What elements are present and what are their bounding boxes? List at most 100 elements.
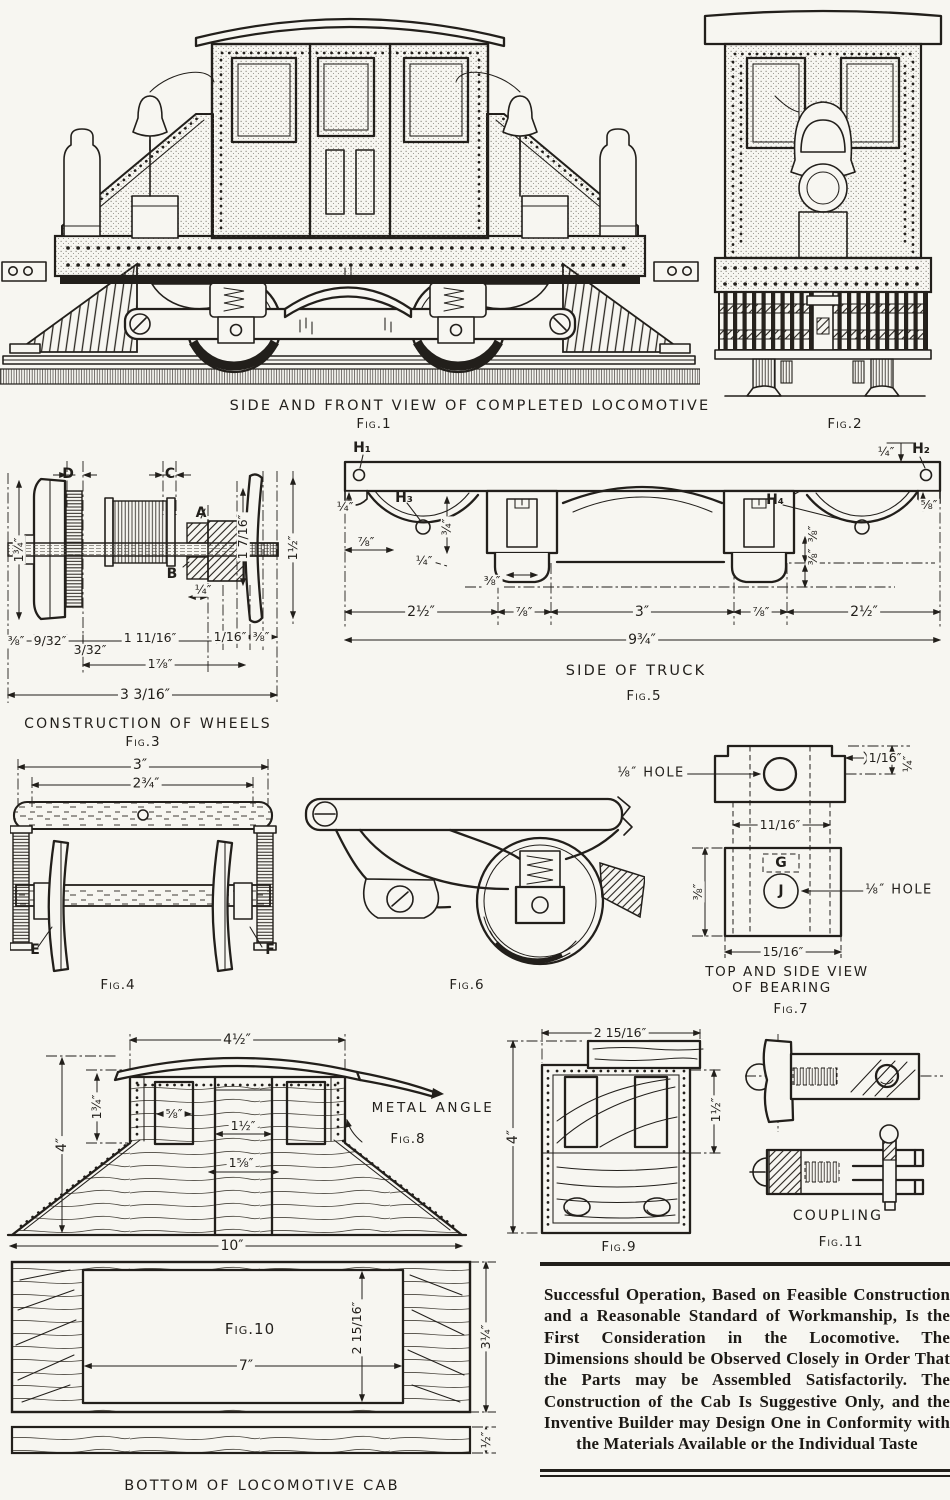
fig3-dim-b7: ⅜″ (250, 628, 272, 644)
fig7-dim-offset: 1/16″ (866, 749, 904, 765)
fig3-dim-b6: 1/16″ (211, 628, 249, 644)
fig8-dim-cab-height: 1¾″ (88, 1092, 104, 1122)
fig3-part-a: A (195, 505, 207, 521)
figure-10-cab-bottom (0, 1250, 500, 1500)
fig5-hole-h4: H₄ (766, 492, 784, 508)
fig8-dim-top: 4½″ (221, 1032, 253, 1048)
fig8-dim-window: ⅝″ (163, 1105, 185, 1121)
note-paragraph: Successful Operation, Based on Feasible … (544, 1285, 950, 1454)
figure-9-cab-side (505, 1025, 730, 1265)
note-top-rule (540, 1262, 950, 1266)
note-bottom-rule-thin (540, 1474, 950, 1477)
fig8-drawing (6, 1034, 468, 1250)
fig8-dim-height: 4″ (54, 1135, 70, 1155)
fig10-dim-slat: ½″ (477, 1429, 493, 1451)
fig4-drawing (10, 759, 277, 973)
figure-8-cab-front (0, 1030, 510, 1255)
fig5-dim-edge: ⅝″ (918, 496, 940, 512)
fig10-dim-width: 7″ (236, 1358, 256, 1374)
fig3-dim-total: 3 3/16″ (117, 687, 173, 703)
fig7-hole-left: ⅛″ HOLE (615, 765, 687, 781)
fig8-dim-door-outer: 1⅝″ (226, 1154, 256, 1170)
fig8-metal-angle-note: METAL ANGLE (371, 1100, 495, 1116)
fig7-part-j: J (778, 883, 784, 899)
figure-4-wheelset (10, 755, 310, 990)
fig10-dim-inner-height: 2 15/16″ (348, 1299, 364, 1357)
fig9-dim-top: 2 15/16″ (591, 1024, 649, 1040)
figure-5-truck-side (335, 435, 950, 660)
fig9-drawing (507, 1029, 723, 1235)
fig7-part-g: G (775, 855, 787, 871)
fig10-label: Fig.10 (224, 1320, 276, 1338)
fig7-title-line1: TOP AND SIDE VIEW (705, 964, 869, 980)
fig10-drawing (10, 1260, 496, 1455)
fig5-hole-h1: H₁ (353, 440, 371, 456)
fig3-dim-b1: ⅜″ (5, 632, 27, 648)
fig5-dim-q-mid: ¼″ (413, 552, 435, 568)
fig3-dim-hub-step: ¼″ (192, 581, 214, 597)
fig3-dim-b5: 1⅞″ (145, 655, 175, 671)
fig5-dim-wing-depth: ¾″ (438, 516, 454, 538)
fig7-dim-width-top: 11/16″ (757, 816, 803, 832)
note-bottom-rule (540, 1468, 950, 1472)
fig3-label: Fig.3 (125, 734, 161, 750)
fig7-dim-q: ¼″ (899, 753, 915, 775)
fig4-part-e: E (30, 942, 40, 958)
figure-2-locomotive-front-view (695, 0, 950, 398)
figure-6-journal-detail (300, 785, 645, 1010)
fig3-dim-b3: 3/32″ (71, 641, 109, 657)
fig3-title: CONSTRUCTION OF WHEELS (24, 716, 272, 732)
fig4-part-f: F (265, 942, 275, 958)
fig5-dim-s2: ⅞″ (513, 603, 535, 619)
fig3-part-c: C (164, 466, 176, 482)
fig10-title: BOTTOM OF LOCOMOTIVE CAB (124, 1478, 400, 1494)
fig3-drawing (6, 461, 297, 703)
fig8-dim-base: 10″ (218, 1238, 246, 1254)
fig4-dim-outer: 3″ (130, 757, 150, 773)
fig5-drawing (343, 442, 942, 644)
fig5-dim-r1: ⅜″ (804, 523, 820, 545)
fig3-dim-b4: 1 11/16″ (121, 629, 179, 645)
fig5-dim-r2: ⅜″ (804, 546, 820, 568)
fig1-drawing (0, 17, 700, 385)
figure-11-coupling (745, 1032, 950, 1222)
fig7-dim-side-height: ⅜″ (689, 881, 705, 903)
fig11-title: COUPLING (792, 1208, 884, 1224)
fig4-dim-inner: 2¾″ (130, 775, 162, 792)
fig8-label: Fig.8 (390, 1131, 426, 1147)
fig11-label: Fig.11 (818, 1234, 864, 1250)
fig11-drawing (745, 1034, 943, 1211)
fig5-dim-s1: 2½″ (405, 604, 437, 620)
fig6-label: Fig.6 (449, 977, 485, 993)
figure-3-wheel-construction (5, 445, 305, 715)
fig7-hole-right: ⅛″ HOLE (863, 882, 935, 898)
fig6-drawing (304, 796, 645, 966)
fig1-label: Fig.1 (356, 416, 392, 432)
fig3-part-d: D (62, 466, 74, 482)
fig4-label: Fig.4 (100, 977, 136, 993)
figure-1-locomotive-side-view (0, 0, 700, 398)
fig5-label: Fig.5 (626, 688, 662, 704)
fig7-dim-width-bottom: 15/16″ (760, 943, 806, 959)
fig5-hole-h2: H₂ (912, 441, 930, 457)
fig10-dim-height: 3¼″ (477, 1322, 493, 1352)
fig9-dim-height: 4″ (505, 1127, 521, 1147)
fig8-dim-door: 1½″ (228, 1117, 258, 1133)
fig2-label: Fig.2 (827, 416, 863, 432)
fig5-dim-slot: ⅜″ (481, 572, 503, 588)
fig5-hole-h3: H₃ (395, 490, 413, 506)
fig9-label: Fig.9 (601, 1239, 637, 1255)
fig3-part-b: B (166, 566, 178, 582)
fig3-dim-tread: 1 7/16″ (234, 512, 250, 562)
fig5-dim-total: 9¾″ (626, 632, 658, 648)
fig7-drawing (660, 744, 910, 958)
fig5-dim-end-l: ⅞″ (355, 533, 377, 549)
note-block: Successful Operation, Based on Feasible … (540, 1262, 950, 1477)
figure-7-bearing-views (630, 730, 950, 1030)
fig7-label: Fig.7 (773, 1001, 809, 1017)
fig5-dim-s5: 2½″ (848, 604, 880, 620)
fig3-dim-wheel-dia: 1¾″ (10, 535, 26, 565)
fig5-dim-q-left: ¼″ (334, 498, 356, 514)
plate-caption: SIDE AND FRONT VIEW OF COMPLETED LOCOMOT… (229, 398, 711, 414)
